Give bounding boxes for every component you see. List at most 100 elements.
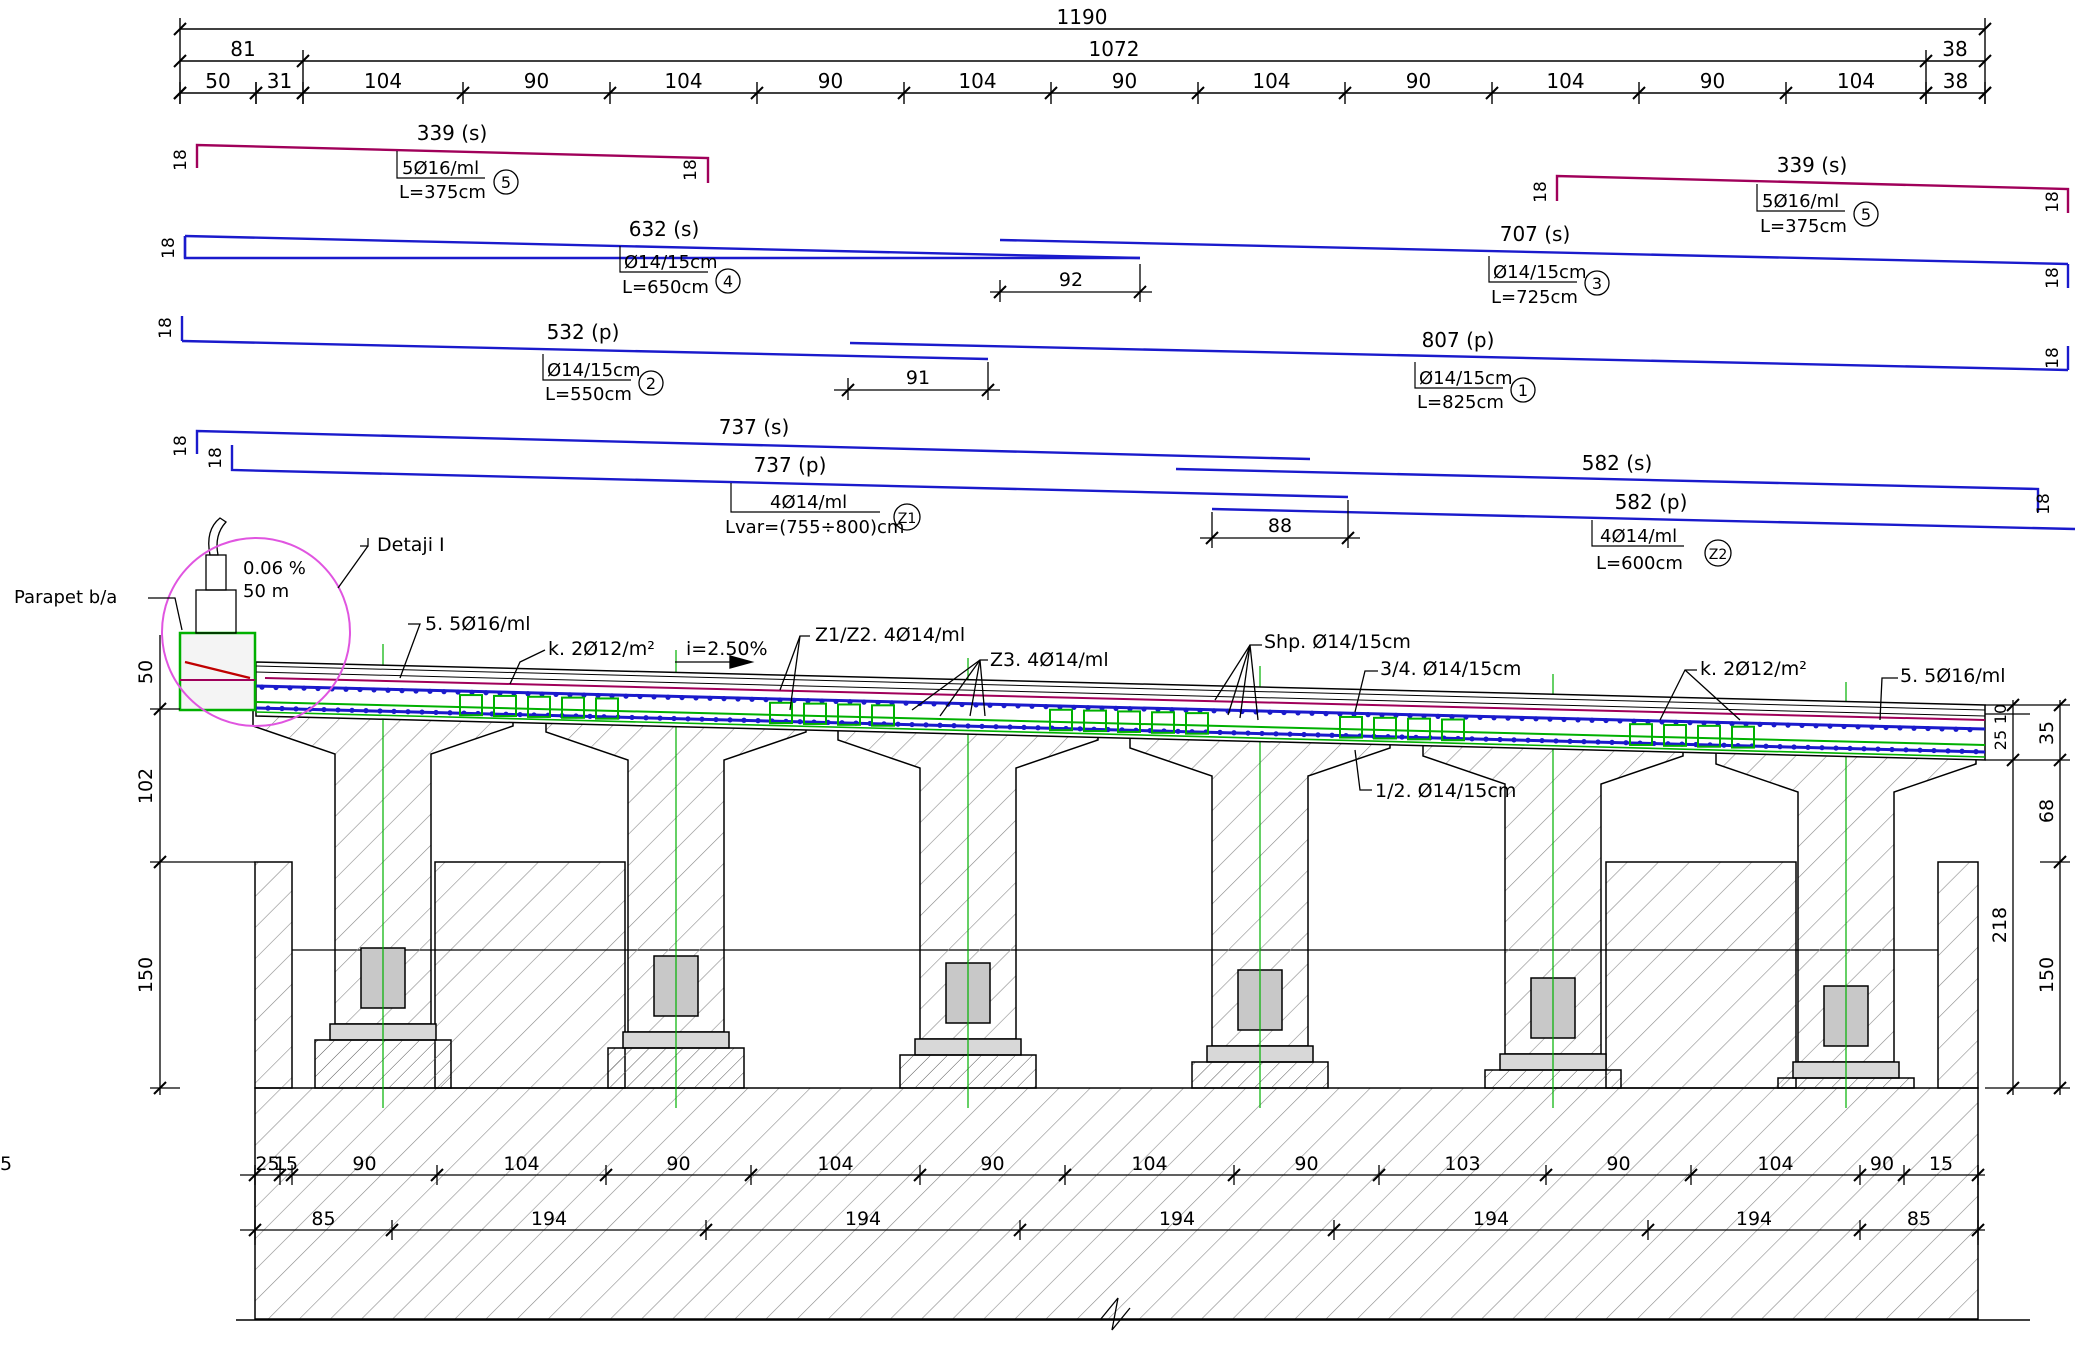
lap-z-value: 88	[1268, 515, 1292, 537]
bar-5-left-mark: 5	[501, 173, 511, 192]
bar-z1-bottom-hook: 18	[206, 447, 226, 469]
bar-1-len: L=825cm	[1417, 392, 1504, 413]
bar-2-dim: 532 (p)	[547, 320, 620, 344]
dim-sub-left: 81	[230, 37, 255, 61]
top-dimension-chains	[173, 18, 1992, 104]
bar-3-spec: Ø14/15cm	[1493, 262, 1586, 283]
bar-5-right-hook-r: 18	[2043, 191, 2063, 213]
bar-2-hook: 18	[156, 317, 176, 339]
left-dim-102: 102	[135, 768, 157, 804]
bar-z1-top-hook: 18	[171, 435, 191, 457]
bar-5-right-len: L=375cm	[1760, 216, 1847, 237]
bar-5-right-hook-l: 18	[1531, 181, 1551, 203]
top-span-dim: 104	[664, 69, 702, 93]
z12-label: Z1/Z2. 4Ø14/ml	[815, 624, 965, 646]
bar-1-mark: 1	[1518, 381, 1528, 400]
bar-4: 632 (s) 18 Ø14/15cm L=650cm 4	[159, 217, 1141, 298]
bar-5-right-mark: 5	[1861, 205, 1871, 224]
bar-z1-spec: 4Ø14/ml	[770, 492, 847, 513]
left-dimensions	[150, 635, 255, 1095]
bar-1-spec: Ø14/15cm	[1419, 368, 1512, 389]
infill-blocks	[292, 861, 1938, 1089]
top-span-dim: 90	[524, 69, 549, 93]
dim-sub-mid: 1072	[1089, 37, 1140, 61]
bottom-dim-1: 25	[255, 1153, 279, 1175]
top-span-dim: 90	[1700, 69, 1725, 93]
bottom-label-group: 2515901049010490104901039010490152585194…	[0, 1153, 1953, 1230]
bar-5-right-spec: 5Ø16/ml	[1762, 191, 1839, 212]
bar-4-mark: 4	[723, 272, 733, 291]
pier-group	[252, 644, 1977, 1108]
bottom-dim-1: 90	[1294, 1153, 1318, 1175]
right-dim-68: 68	[2036, 799, 2058, 823]
bottom-dim-2: 194	[1473, 1208, 1509, 1230]
bar-z2-top-dim: 582 (s)	[1582, 451, 1653, 475]
right-dimensions	[1985, 698, 2070, 1095]
left-dim-50: 50	[135, 660, 157, 684]
dim-overall: 1190	[1057, 5, 1108, 29]
lap-34-dimension	[990, 264, 1152, 302]
lap-34-value: 92	[1059, 269, 1083, 291]
z3-label: Z3. 4Ø14/ml	[990, 649, 1109, 671]
grade-label: i=2.50%	[686, 638, 768, 660]
top-span-dim: 104	[1837, 69, 1875, 93]
b5-label-left: 5. 5Ø16/ml	[425, 613, 531, 635]
callout-leaders	[148, 597, 1898, 791]
bottom-dim-1: 15	[1929, 1153, 1953, 1175]
top-span-dim: 104	[364, 69, 402, 93]
bottom-dim-1: 104	[817, 1153, 853, 1175]
bottom-dim-2: 194	[845, 1208, 881, 1230]
right-dim-10: 10	[1991, 704, 2010, 724]
bar-z1-bottom-dim: 737 (p)	[754, 453, 827, 477]
foundation	[236, 861, 2030, 1331]
detail-circle	[161, 537, 351, 727]
top-span-dim: 104	[958, 69, 996, 93]
stirrup-group	[459, 694, 1755, 749]
bar-5-left-hook-l: 18	[171, 149, 191, 171]
lap-12-dimension	[834, 362, 1000, 400]
bar-5-right: 339 (s) 18 18 5Ø16/ml L=375cm 5	[1531, 153, 2070, 237]
pier	[1129, 666, 1391, 1108]
bottom-dim-2: 194	[531, 1208, 567, 1230]
bottom-dim-1: 90	[1870, 1153, 1894, 1175]
top-span-dim: 104	[1546, 69, 1584, 93]
bar-z2-top: 582 (s) 18	[1175, 451, 2054, 515]
b34-label: 3/4. Ø14/15cm	[1380, 658, 1521, 680]
bottom-dim-1: 90	[1606, 1153, 1630, 1175]
detail-label: Detaji I	[377, 534, 445, 556]
slope-label-2: 50 m	[243, 581, 289, 602]
top-span-dim: 50	[205, 69, 230, 93]
bar-z2-bottom-dim: 582 (p)	[1615, 490, 1688, 514]
bottom-dim-1: 103	[1444, 1153, 1480, 1175]
bar-3-len: L=725cm	[1491, 287, 1578, 308]
bar-z1-bottom: 737 (p) 18 4Ø14/ml Lvar=(755÷800)cm Z1	[206, 445, 1349, 538]
bottom-dim-2: 194	[1736, 1208, 1772, 1230]
top-span-dim: 104	[1252, 69, 1290, 93]
top-span-dim: 38	[1943, 69, 1968, 93]
bottom-dim-1: 15	[274, 1153, 298, 1175]
parapet-label: Parapet b/a	[14, 587, 117, 608]
pier	[1715, 682, 1977, 1108]
bottom-dim-1: 104	[1131, 1153, 1167, 1175]
shp-label: Shp. Ø14/15cm	[1264, 631, 1411, 653]
bar-z2-top-hook: 18	[2034, 493, 2054, 515]
bottom-dim-1: 104	[1757, 1153, 1793, 1175]
lap-z-dimension	[1200, 500, 1360, 548]
left-dim-150: 150	[135, 957, 157, 993]
bottom-dim-1: 90	[666, 1153, 690, 1175]
parapet	[161, 517, 369, 727]
b5-label-right: 5. 5Ø16/ml	[1900, 665, 2006, 687]
bottom-dim-2: 85	[1907, 1208, 1931, 1230]
bar-3-dim: 707 (s)	[1500, 222, 1571, 246]
bar-z2-spec: 4Ø14/ml	[1600, 526, 1677, 547]
bar-z1-mark: Z1	[898, 511, 917, 527]
bottom-tick-group	[248, 1165, 1985, 1240]
bottom-dim-2: 85	[311, 1208, 335, 1230]
pier	[837, 658, 1099, 1108]
bottom-dim-2: 194	[1159, 1208, 1195, 1230]
bar-z1-len: Lvar=(755÷800)cm	[725, 517, 904, 538]
bar-5-left-len: L=375cm	[399, 182, 486, 203]
lap-12-value: 91	[906, 367, 930, 389]
k-label-left: k. 2Ø12/m²	[548, 638, 655, 660]
